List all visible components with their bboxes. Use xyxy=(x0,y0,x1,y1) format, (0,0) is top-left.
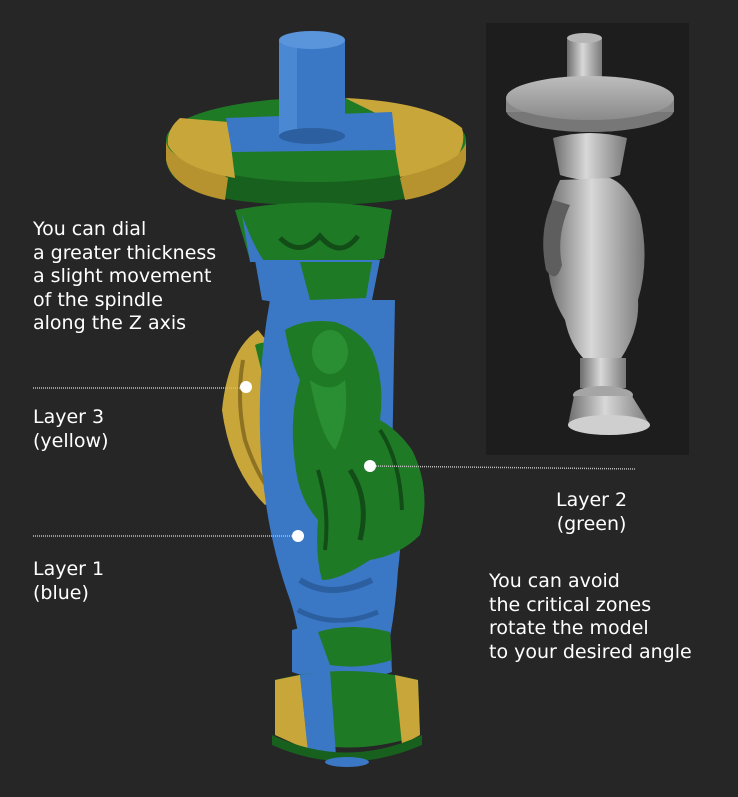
layer1-label: Layer 1 (blue) xyxy=(33,557,104,605)
avoid-line: the critical zones xyxy=(489,593,652,616)
dial-line: along the Z axis xyxy=(33,312,187,334)
dial-line: of the spindle xyxy=(33,288,163,311)
avoid-line: rotate the model xyxy=(489,617,649,639)
grayscale-model xyxy=(506,33,674,435)
avoid-line: You can avoid xyxy=(489,570,620,592)
layer3-color: (yellow) xyxy=(33,430,109,452)
avoid-annotation: You can avoid the critical zones rotate … xyxy=(489,570,692,664)
pointer-layer3 xyxy=(33,381,252,393)
layer1-color: (blue) xyxy=(33,582,89,604)
pointer-layer2 xyxy=(364,460,637,472)
layer3-title: Layer 3 xyxy=(33,406,105,428)
layer3-label: Layer 3 (yellow) xyxy=(33,405,108,453)
dial-line: a greater thickness xyxy=(33,241,217,264)
avoid-line: to your desired angle xyxy=(489,640,692,663)
dial-annotation: You can dial a greater thickness a sligh… xyxy=(33,218,216,336)
layer2-label: Layer 2 (green) xyxy=(556,488,627,536)
dial-line: a slight movement xyxy=(33,265,212,287)
pointer-layer1 xyxy=(33,530,304,542)
layer2-color: (green) xyxy=(556,513,627,535)
dial-line: You can dial xyxy=(33,218,147,240)
layer2-title: Layer 2 xyxy=(556,489,628,511)
colored-spindle-model xyxy=(166,31,466,767)
layer1-title: Layer 1 xyxy=(33,558,105,580)
